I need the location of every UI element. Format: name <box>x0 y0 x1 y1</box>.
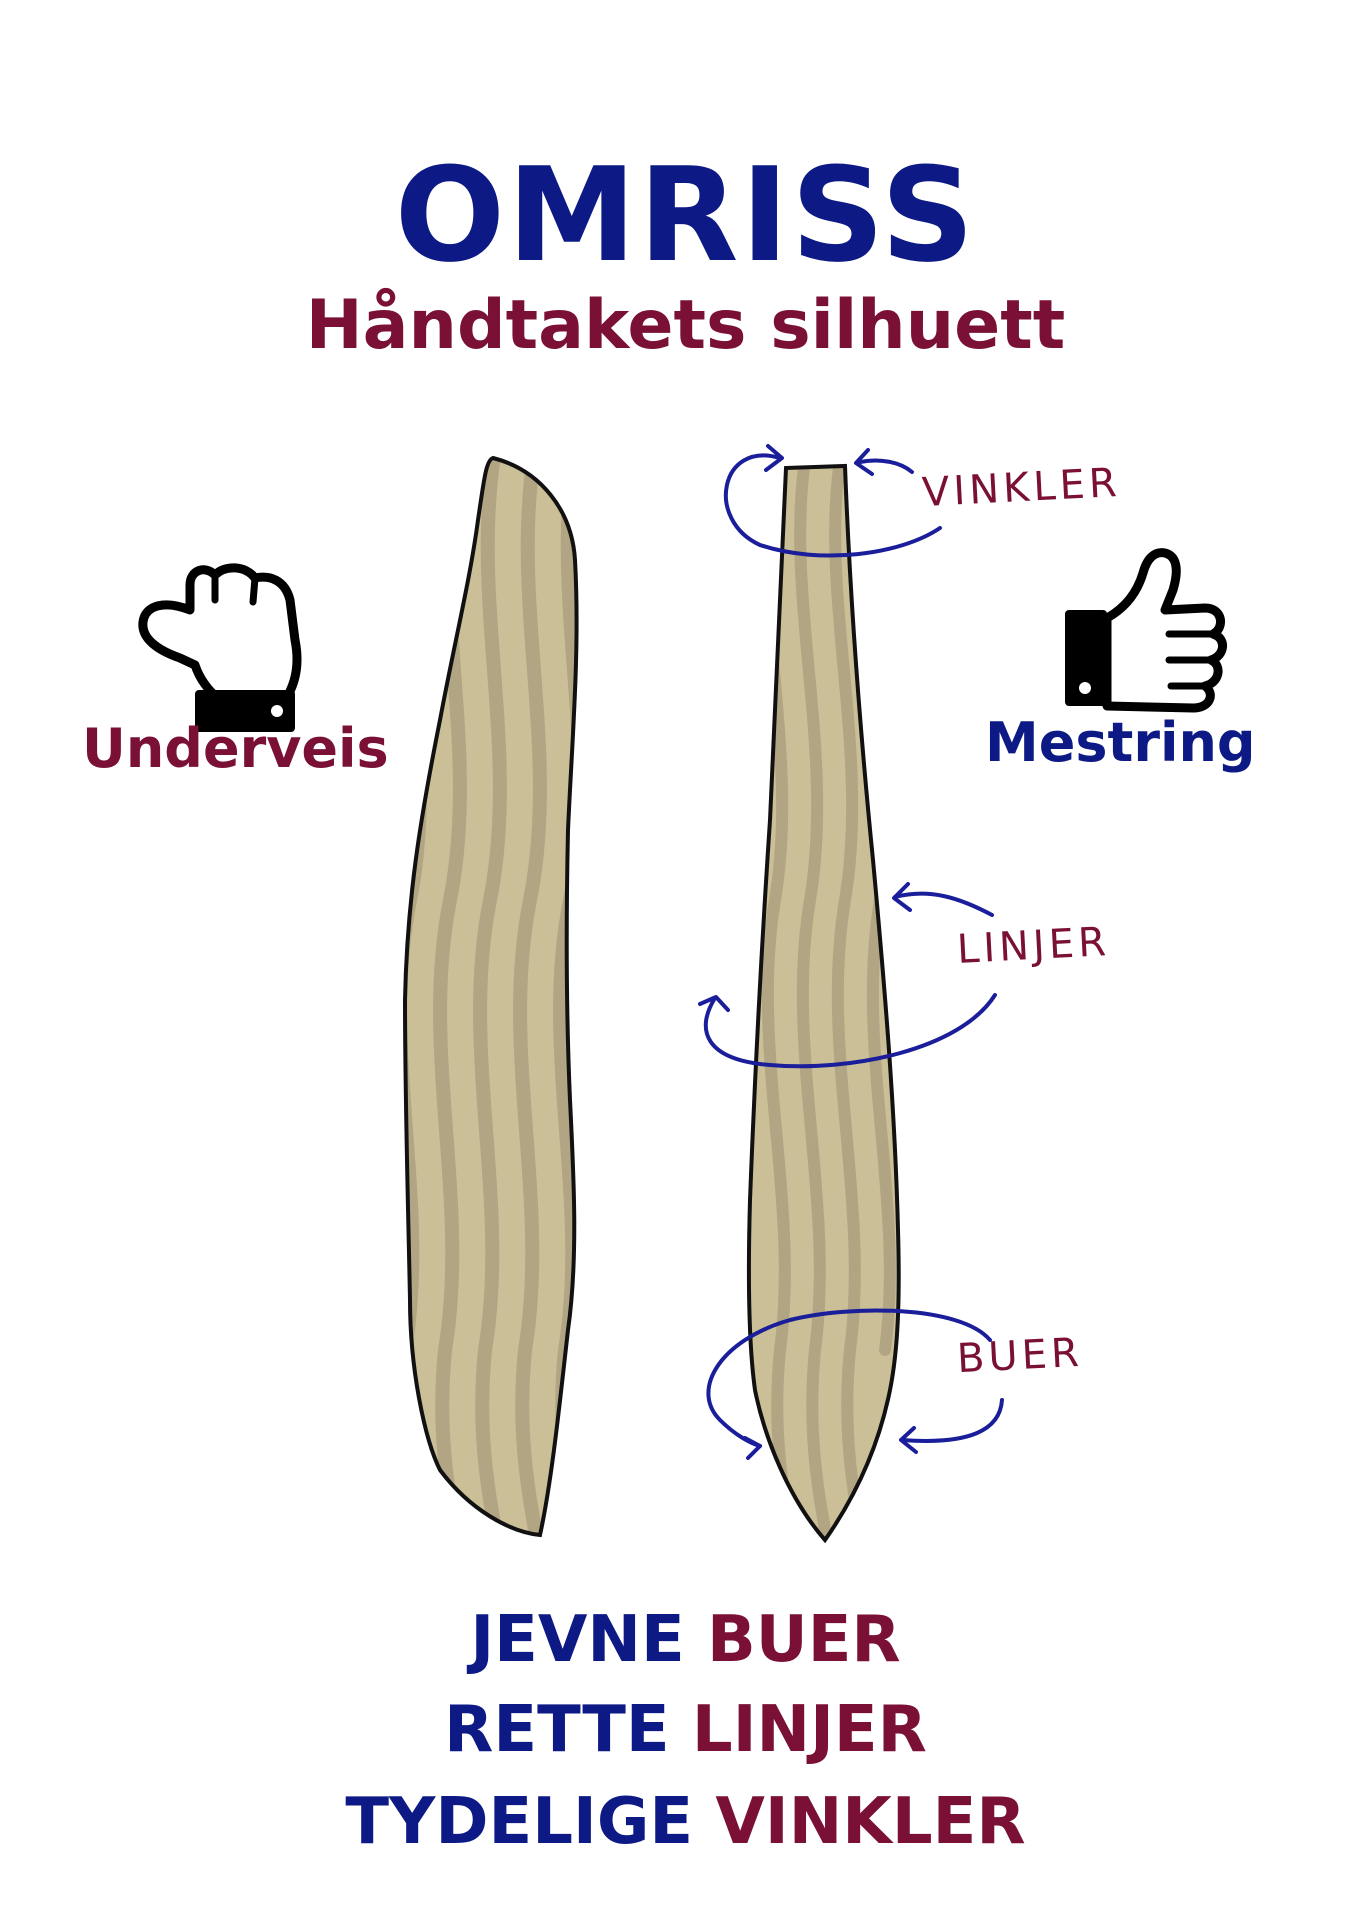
footer-word: LINJER <box>691 1693 927 1767</box>
page-subtitle: Håndtakets silhuett <box>305 286 1066 365</box>
footer-word: RETTE <box>444 1693 670 1767</box>
footer-word: BUER <box>706 1603 901 1677</box>
arcs-note: BUER <box>955 1329 1084 1383</box>
footer-word: JEVNE <box>470 1603 685 1677</box>
angles-note: VINKLER <box>920 459 1122 517</box>
lines-arrow <box>698 882 997 1069</box>
page-title: OMRISS <box>394 139 977 291</box>
angles-arrow <box>724 444 942 558</box>
mastered-handle-silhouette <box>746 463 901 1544</box>
mastery-label: Mestring <box>985 711 1256 774</box>
footer-line-lines: RETTE LINJER <box>0 1698 1371 1762</box>
footer-line-arcs: JEVNE BUER <box>0 1608 1371 1672</box>
uneven-handle-silhouette <box>402 455 579 1538</box>
in-progress-label: Underveis <box>82 717 389 780</box>
thumbs-down-icon <box>138 563 302 732</box>
arcs-arrow <box>706 1308 1004 1460</box>
thumbs-up-icon <box>1065 548 1227 713</box>
footer-word: TYDELIGE <box>345 1785 694 1859</box>
lines-note: LINJER <box>955 919 1111 973</box>
footer-word: VINKLER <box>715 1785 1026 1859</box>
footer-line-angles: TYDELIGE VINKLER <box>0 1790 1371 1854</box>
